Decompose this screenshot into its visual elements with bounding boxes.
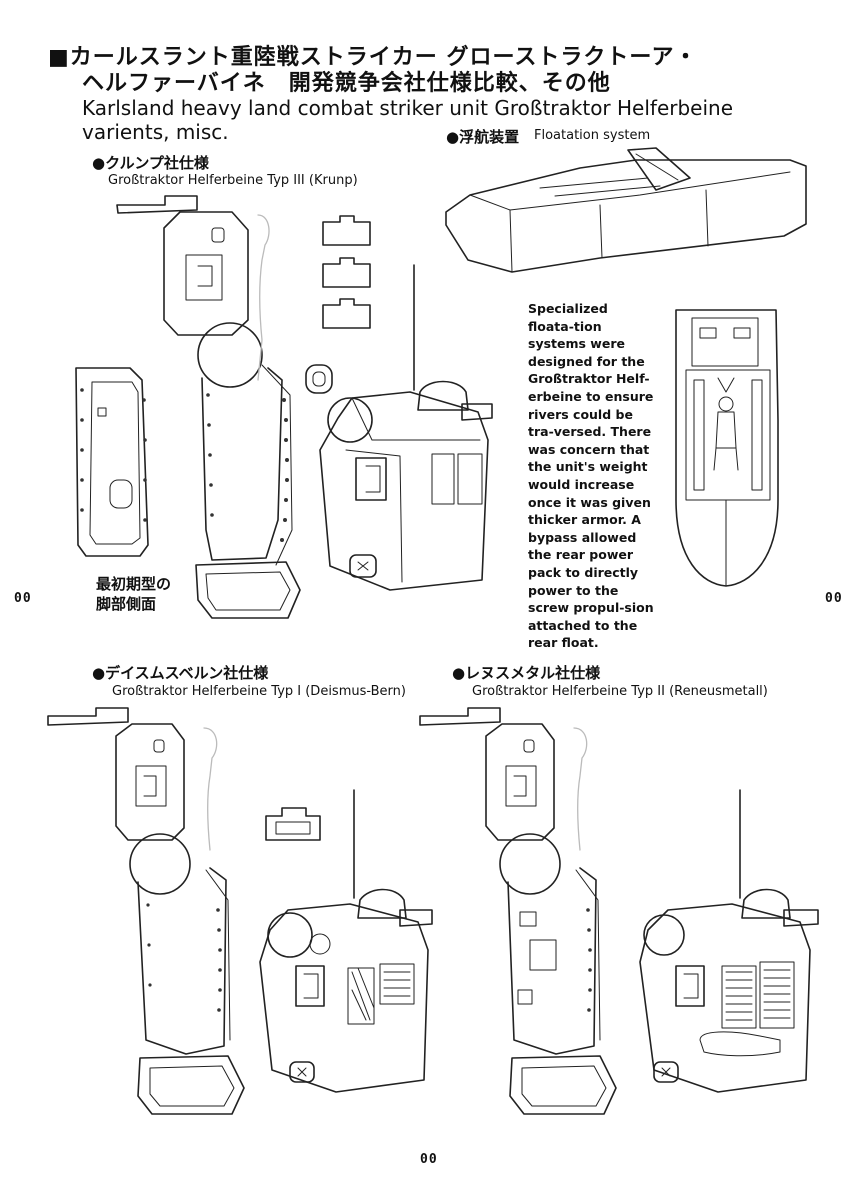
page-title-ja-line2: ヘルファーバイネ 開発競争会社仕様比較、その他 xyxy=(82,71,611,96)
page-number-bottom: 00 xyxy=(420,1152,438,1167)
reneus-label-en: Großtraktor Helferbeine Typ II (Reneusme… xyxy=(472,684,768,699)
krupp-hull-view xyxy=(319,264,493,591)
page-number-left: 00 xyxy=(14,591,32,606)
early-side-label-line2: 脚部側面 xyxy=(96,595,157,613)
page-title-ja-line1: ■カールスラント重陸戦ストライカー グローストラクトーア・ xyxy=(48,45,698,70)
reneus-label-ja: ●レヌスメタル社仕様 xyxy=(452,664,601,682)
early-leg-side-panel xyxy=(75,367,149,557)
deismus-hull-view xyxy=(259,789,433,1093)
page-title-en: Karlsland heavy land combat striker unit… xyxy=(82,96,734,144)
page-number-right: 00 xyxy=(825,591,843,606)
track-link-details xyxy=(305,215,371,394)
deismus-label-ja: ●デイスムスベルン社仕様 xyxy=(92,664,269,682)
float-label-ja: ●浮航装置 xyxy=(446,128,520,146)
reneus-leg-side-view xyxy=(419,707,617,1115)
krupp-leg-rivets xyxy=(206,393,289,542)
float-label-en: Floatation system xyxy=(534,128,651,143)
reneus-hull-view xyxy=(639,789,819,1093)
deismus-small-part xyxy=(265,807,321,841)
krupp-leg-side-view xyxy=(116,195,301,619)
krupp-label-en: Großtraktor Helferbeine Typ III (Krunp) xyxy=(108,173,358,188)
early-side-label-line1: 最初期型の xyxy=(96,575,172,593)
krupp-label-ja: ●クルンプ社仕様 xyxy=(92,154,209,172)
float-pontoon-top-view xyxy=(675,309,779,587)
deismus-label-en: Großtraktor Helferbeine Typ I (Deismus-B… xyxy=(112,684,406,699)
float-pontoon-3-4-view xyxy=(445,147,807,273)
float-description: Specialized floata-tion systems were des… xyxy=(528,301,654,651)
deismus-leg-side-view xyxy=(47,707,245,1115)
